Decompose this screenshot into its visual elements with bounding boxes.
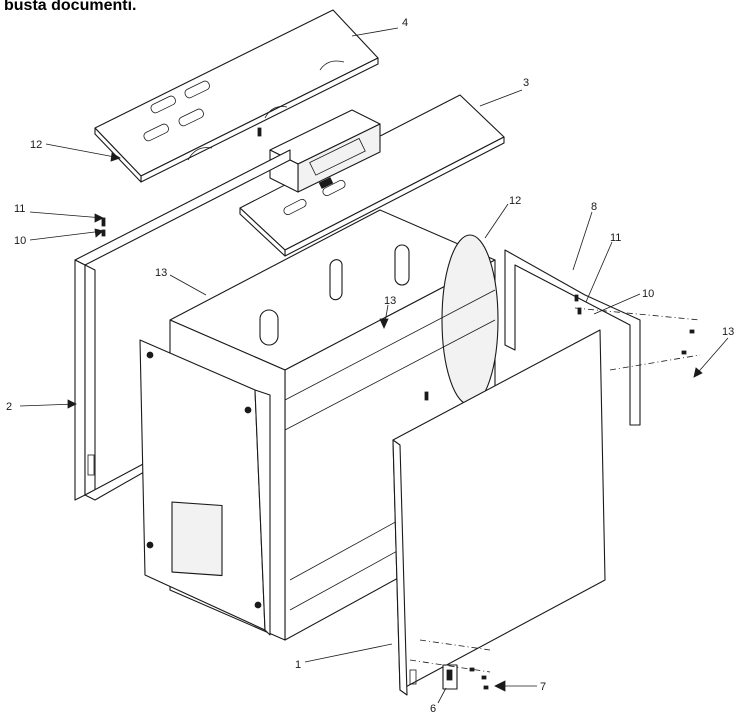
axis-line bbox=[574, 307, 701, 321]
callout-12: 12 bbox=[30, 139, 42, 151]
part-4-top-cover bbox=[94, 9, 379, 183]
callout-11: 11 bbox=[14, 203, 25, 215]
callout-10: 10 bbox=[642, 288, 654, 300]
part-8-right-side-frame bbox=[504, 249, 641, 426]
callout-13: 13 bbox=[155, 267, 167, 279]
callout-13: 13 bbox=[722, 326, 734, 338]
leader-lines bbox=[19, 27, 729, 704]
callout-3: 3 bbox=[523, 77, 529, 89]
part-3-rear-top-plate bbox=[239, 94, 505, 257]
axis-line bbox=[409, 659, 491, 673]
callout-2: 2 bbox=[6, 401, 12, 413]
callout-10: 10 bbox=[14, 235, 26, 247]
part-1-front-door-panel bbox=[392, 329, 606, 696]
control-box bbox=[269, 109, 381, 193]
callout-8: 8 bbox=[591, 201, 597, 213]
callout-6: 6 bbox=[430, 703, 436, 714]
callout-7: 7 bbox=[540, 681, 546, 693]
callout-1: 1 bbox=[295, 659, 301, 671]
callouts: 4 3 12 11 10 13 12 13 8 11 10 13 2 1 7 6 bbox=[6, 17, 734, 714]
page-title: busta documenti. bbox=[4, 0, 137, 14]
callout-4: 4 bbox=[402, 17, 408, 29]
callout-12: 12 bbox=[509, 195, 521, 207]
callout-11: 11 bbox=[610, 232, 621, 244]
axis-line bbox=[419, 639, 491, 651]
part-6-latch bbox=[442, 664, 458, 690]
arrow-heads bbox=[67, 152, 703, 692]
callout-13: 13 bbox=[384, 295, 396, 307]
axis-line bbox=[609, 354, 701, 371]
front-left-panel bbox=[139, 339, 271, 636]
